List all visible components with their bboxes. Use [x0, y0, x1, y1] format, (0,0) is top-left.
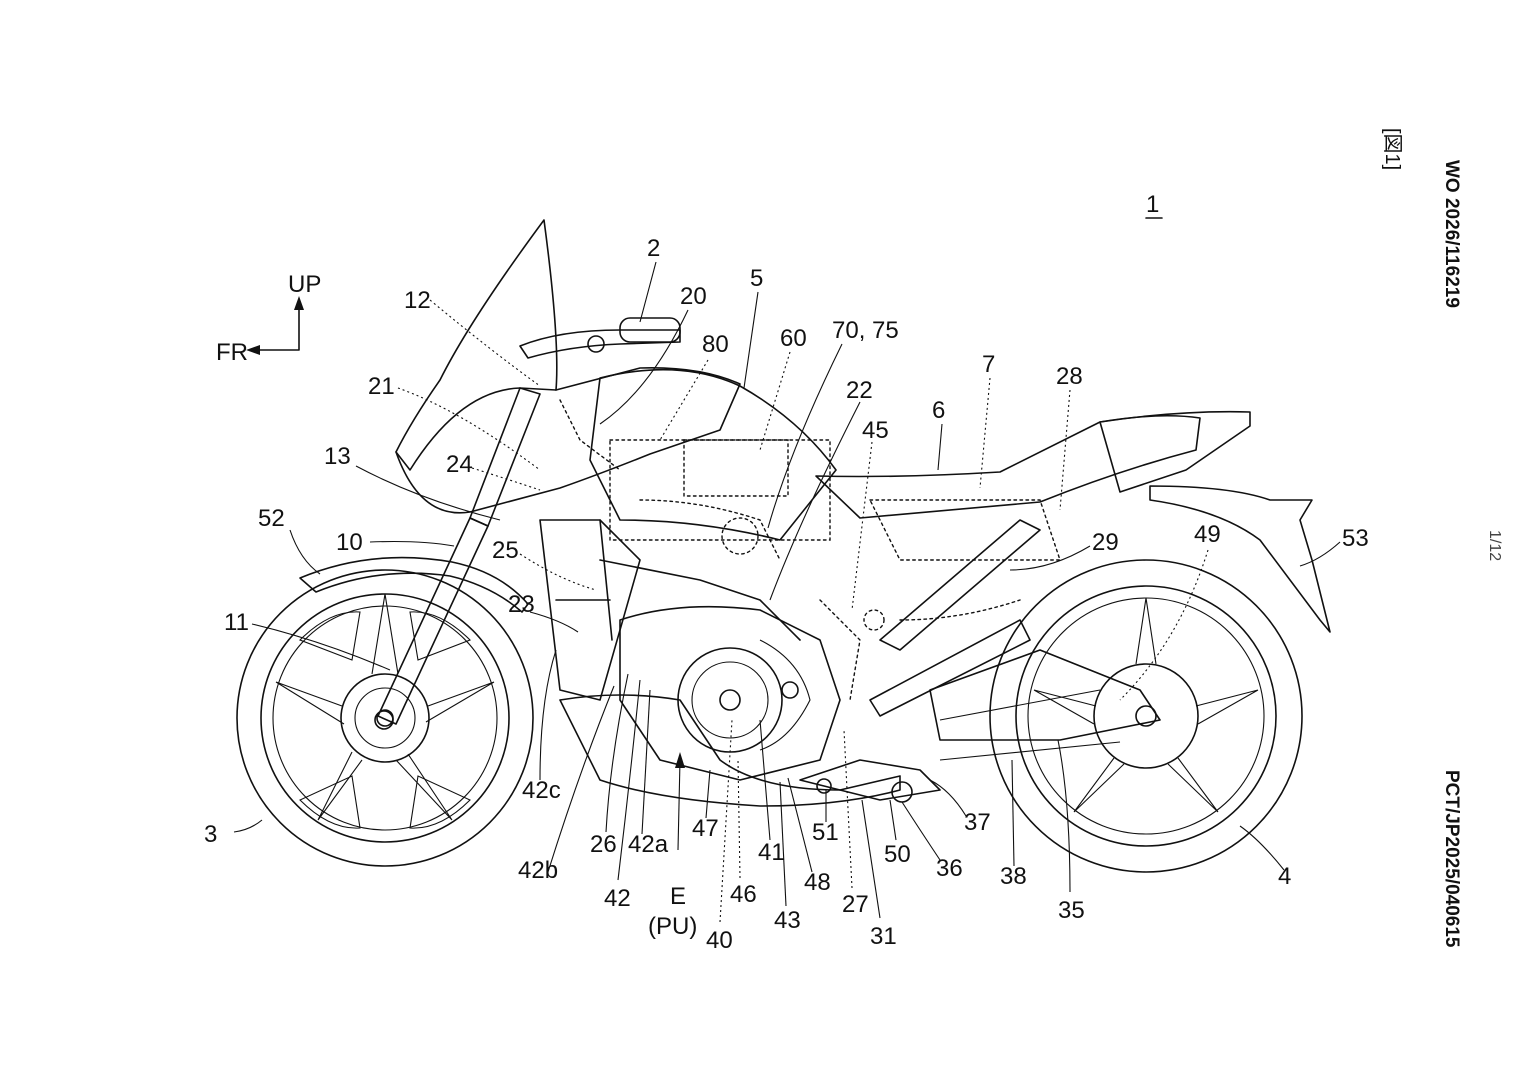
- tail-cowl: [1099, 410, 1251, 493]
- callout-51: 51: [812, 819, 839, 846]
- callout-13: 13: [324, 443, 351, 470]
- callout-36: 36: [936, 855, 963, 882]
- callout-80: 80: [702, 331, 729, 358]
- callout-4: 4: [1278, 863, 1291, 890]
- callout-50: 50: [884, 841, 911, 868]
- callout-42b: 42b: [518, 857, 558, 884]
- callout-27: 27: [842, 891, 869, 918]
- callout-labels: 2 20 5 12 80 60 70, 75 21 22 7 28 6 45 1…: [204, 235, 1369, 954]
- callout-25: 25: [492, 537, 519, 564]
- handlebar: [519, 317, 681, 359]
- callout-2: 2: [647, 235, 660, 262]
- callout-37: 37: [964, 809, 991, 836]
- front-cowl: [395, 367, 741, 514]
- rear-fender: [1149, 485, 1331, 633]
- assembly-reference: 1: [1145, 191, 1163, 219]
- callout-29: 29: [1092, 529, 1119, 556]
- callout-49: 49: [1194, 521, 1221, 548]
- leader-lines: [233, 261, 1341, 923]
- front-fork: [374, 387, 541, 730]
- callout-26: 26: [590, 831, 617, 858]
- up-label: UP: [288, 271, 321, 298]
- direction-arrow: [249, 299, 300, 351]
- callout-7: 7: [982, 351, 995, 378]
- callout-47: 47: [692, 815, 719, 842]
- callout-20: 20: [680, 283, 707, 310]
- direction-indicator: UP FR: [216, 271, 321, 366]
- callout-10: 10: [336, 529, 363, 556]
- figure-marker: [図1]: [1381, 128, 1403, 170]
- callout-42c: 42c: [522, 777, 561, 804]
- callout-41: 41: [758, 839, 785, 866]
- callout-E: E: [670, 883, 686, 910]
- callout-22: 22: [846, 377, 873, 404]
- front-wheel: [236, 569, 534, 867]
- windscreen: [395, 219, 558, 471]
- callout-31: 31: [870, 923, 897, 950]
- callout-PU: (PU): [648, 913, 697, 940]
- callout-40: 40: [706, 927, 733, 954]
- motorcycle-drawing: [236, 219, 1331, 873]
- assembly-ref-label: 1: [1146, 191, 1159, 218]
- callout-46: 46: [730, 881, 757, 908]
- callout-35: 35: [1058, 897, 1085, 924]
- front-label: FR: [216, 339, 248, 366]
- callout-52: 52: [258, 505, 285, 532]
- callout-45: 45: [862, 417, 889, 444]
- callout-43: 43: [774, 907, 801, 934]
- callout-5: 5: [750, 265, 763, 292]
- callout-53: 53: [1342, 525, 1369, 552]
- callout-42a: 42a: [628, 831, 669, 858]
- callout-70-75: 70, 75: [832, 317, 899, 344]
- application-number: PCT/JP2025/040615: [1441, 770, 1462, 948]
- page-number: 1/12: [1486, 530, 1503, 561]
- rear-subframe: [869, 519, 1041, 717]
- footpeg-linkage: [781, 681, 941, 803]
- front-fender: [299, 556, 529, 613]
- swingarm: [929, 649, 1161, 741]
- callout-60: 60: [780, 325, 807, 352]
- callout-11: 11: [224, 609, 249, 636]
- callout-48: 48: [804, 869, 831, 896]
- page-header: WO 2026/116219 PCT/JP2025/040615 [図1] 1/…: [1381, 128, 1503, 948]
- callout-42: 42: [604, 885, 631, 912]
- callout-38: 38: [1000, 863, 1027, 890]
- callout-28: 28: [1056, 363, 1083, 390]
- engine: [619, 605, 841, 781]
- doc-number: WO 2026/116219: [1441, 160, 1462, 308]
- drive-chain: [939, 689, 1121, 761]
- callout-21: 21: [368, 373, 395, 400]
- fuel-tank: [589, 368, 837, 541]
- callout-23: 23: [508, 591, 535, 618]
- callout-12: 12: [404, 287, 431, 314]
- callout-24: 24: [446, 451, 473, 478]
- rear-wheel: [989, 559, 1303, 873]
- callout-6: 6: [932, 397, 945, 424]
- callout-3: 3: [204, 821, 217, 848]
